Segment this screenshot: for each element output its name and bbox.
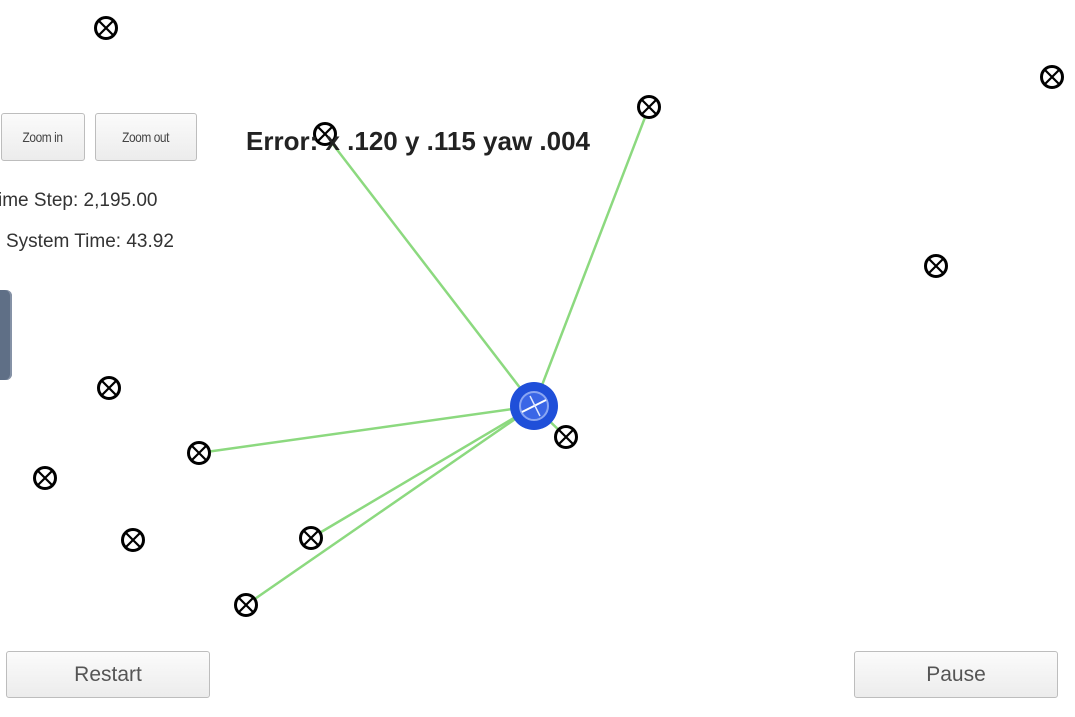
landmark-marker-icon — [187, 441, 211, 465]
observation-line — [198, 404, 535, 455]
landmark-marker-icon — [121, 528, 145, 552]
vehicle-icon — [510, 382, 558, 430]
landmarks — [33, 16, 1064, 617]
landmark-marker-icon — [94, 16, 118, 40]
pause-label: Pause — [926, 662, 986, 686]
landmark-marker-icon — [637, 95, 661, 119]
restart-button[interactable]: Restart — [6, 651, 210, 698]
landmark-marker-icon — [313, 122, 337, 146]
observation-line — [532, 106, 651, 407]
system-time-readout: System Time: 43.92 — [6, 231, 174, 252]
zoom-out-label: Zoom out — [122, 129, 170, 145]
time-step-readout: ime Step: 2,195.00 — [0, 190, 158, 211]
landmark-marker-icon — [554, 425, 578, 449]
zoom-in-label: Zoom in — [22, 129, 64, 145]
restart-label: Restart — [74, 662, 142, 686]
zoom-out-button[interactable]: Zoom out — [95, 113, 197, 161]
observation-line — [310, 404, 535, 540]
error-readout: Error: x .120 y .115 yaw .004 — [246, 126, 591, 156]
landmark-marker-icon — [1040, 65, 1064, 89]
observation-line — [245, 404, 535, 607]
landmark-marker-icon — [234, 593, 258, 617]
landmark-marker-icon — [33, 466, 57, 490]
landmark-marker-icon — [299, 526, 323, 550]
zoom-in-button[interactable]: Zoom in — [1, 113, 85, 161]
landmark-marker-icon — [924, 254, 948, 278]
observation-line — [324, 133, 535, 407]
landmark-marker-icon — [97, 376, 121, 400]
side-panel-toggle[interactable] — [0, 290, 12, 380]
pause-button[interactable]: Pause — [854, 651, 1058, 698]
observation-lines — [198, 106, 651, 607]
